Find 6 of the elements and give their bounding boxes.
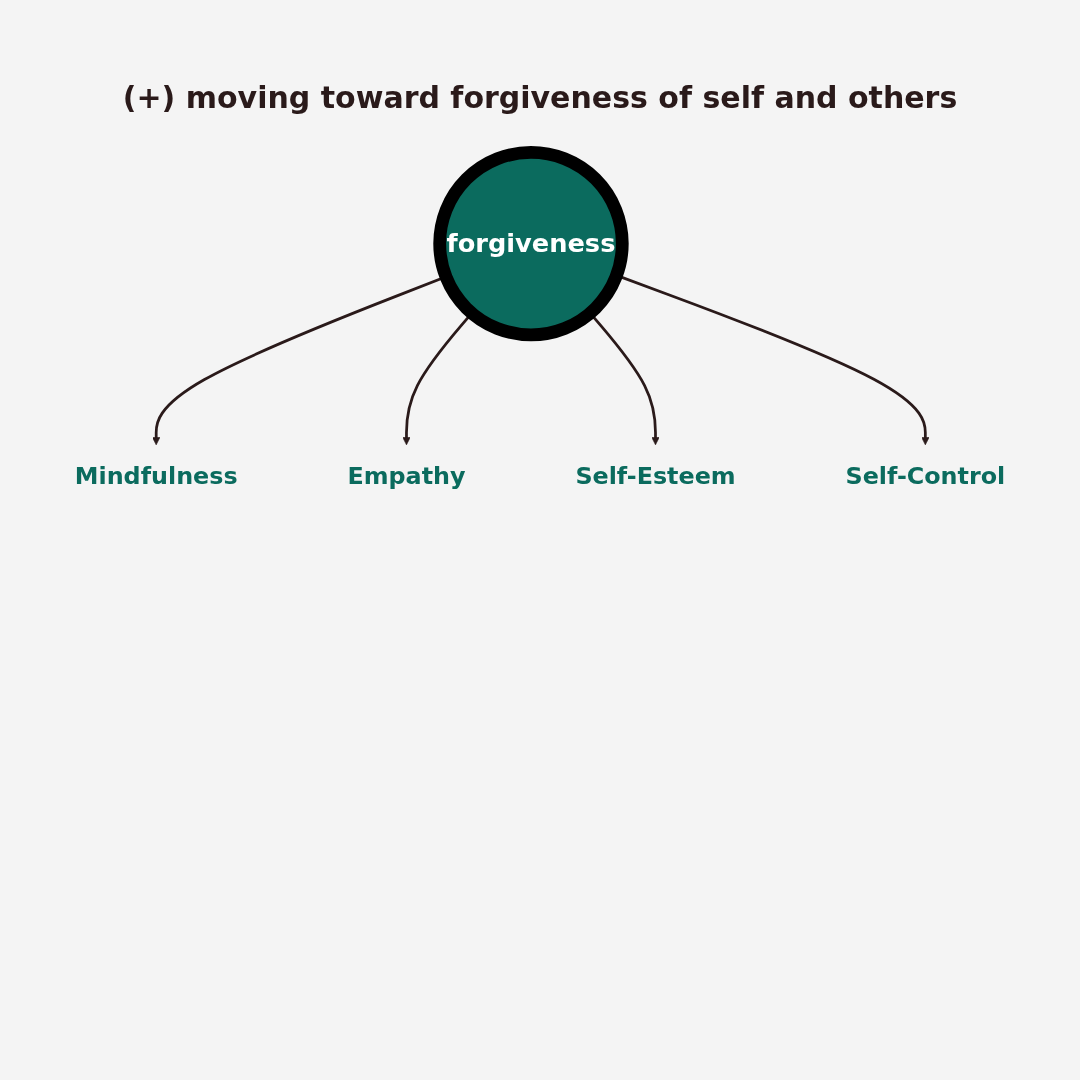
node-text: Mindfulness [74,462,238,490]
node-text: Self-Control [845,462,1006,490]
node-text: Empathy [347,462,466,490]
title: (+) moving toward forgiveness of self and others [122,80,958,115]
node-text: Self-Esteem [575,462,736,490]
node-circle: forgiveness [433,145,629,342]
